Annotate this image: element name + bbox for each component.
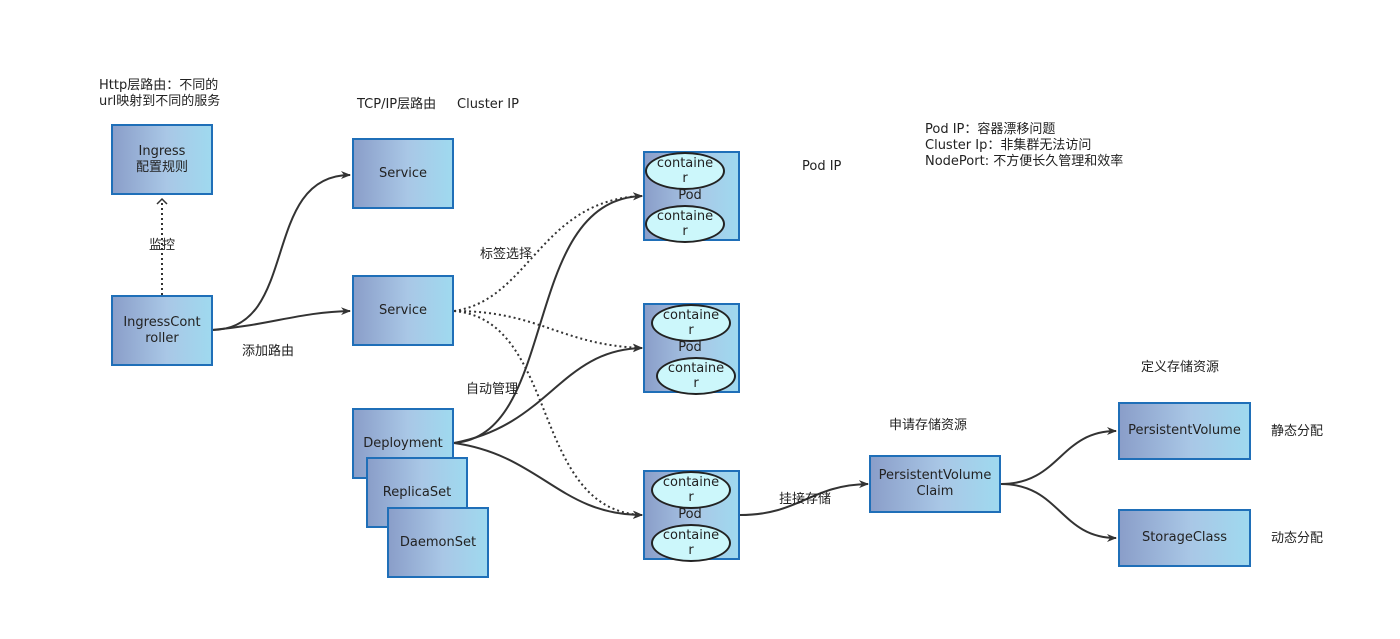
- storageclass-label: StorageClass: [1141, 530, 1228, 545]
- pod3-label: Pod: [678, 507, 702, 522]
- service-mid-label: Service: [378, 302, 428, 318]
- static-alloc-label: 静态分配: [1271, 424, 1324, 439]
- monitor-label: 监控: [149, 238, 176, 253]
- edge-deploy-pod3: [453, 442, 643, 519]
- edge-pvc-pv: [1000, 427, 1117, 485]
- storageclass-node: StorageClass: [1118, 509, 1251, 567]
- daemonset-label: DaemonSet: [399, 534, 477, 550]
- add-route-label: 添加路由: [242, 344, 295, 359]
- deployment-label: Deployment: [363, 435, 443, 451]
- mount-storage-label: 挂接存储: [779, 492, 832, 507]
- edge-pvc-storageclass: [1000, 483, 1117, 542]
- pod3-container-bottom: containe r: [651, 524, 731, 562]
- pod1-container-top: containe r: [645, 152, 725, 190]
- pod2-container-bottom: containe r: [656, 357, 736, 395]
- edge-deploy-pod2: [453, 344, 643, 444]
- daemonset-node: DaemonSet: [387, 507, 489, 578]
- pod2-label: Pod: [678, 340, 702, 355]
- request-storage-label: 申请存储资源: [889, 418, 968, 433]
- auto-manage-label: 自动管理: [466, 382, 519, 397]
- ip-notes: Pod IP：容器漂移问题 Cluster Ip：非集群无法访问 NodePor…: [925, 122, 1124, 169]
- pod1-label: Pod: [678, 188, 702, 203]
- define-storage-label: 定义存储资源: [1141, 360, 1220, 375]
- edge-controller-service-top: [211, 171, 351, 331]
- pv-node: PersistentVolume: [1118, 402, 1251, 460]
- service-top-node: Service: [352, 138, 454, 209]
- cluster-ip-note: Cluster IP: [457, 97, 519, 112]
- ingress-node: Ingress 配置规则: [111, 124, 213, 195]
- ingress-controller-label: IngressCont roller: [123, 314, 201, 346]
- pvc-label: PersistentVolume Claim: [878, 468, 992, 499]
- service-top-label: Service: [378, 165, 428, 181]
- pod-ip-label: Pod IP: [802, 159, 842, 174]
- edge-service-pod2: [453, 310, 643, 352]
- edge-controller-service-mid: [211, 307, 351, 331]
- edge-deploy-pod1: [453, 192, 643, 444]
- pv-label: PersistentVolume: [1128, 423, 1241, 438]
- pvc-node: PersistentVolume Claim: [869, 455, 1001, 513]
- edge-service-pod1: [453, 192, 643, 312]
- replicaset-label: ReplicaSet: [382, 484, 452, 500]
- pod2-container-top: containe r: [651, 304, 731, 342]
- pod3-container-top: containe r: [651, 471, 731, 509]
- edge-service-pod3: [453, 310, 643, 519]
- ingress-controller-node: IngressCont roller: [111, 295, 213, 366]
- dynamic-alloc-label: 动态分配: [1271, 531, 1324, 546]
- label-select-label: 标签选择: [480, 247, 533, 262]
- http-routing-note: Http层路由：不同的 url映射到不同的服务: [99, 78, 221, 109]
- pod1-container-bottom: containe r: [645, 205, 725, 243]
- tcp-routing-note: TCP/IP层路由: [357, 97, 437, 112]
- service-mid-node: Service: [352, 275, 454, 346]
- ingress-label: Ingress 配置规则: [135, 143, 188, 175]
- edge-pod-pvc: [739, 480, 869, 516]
